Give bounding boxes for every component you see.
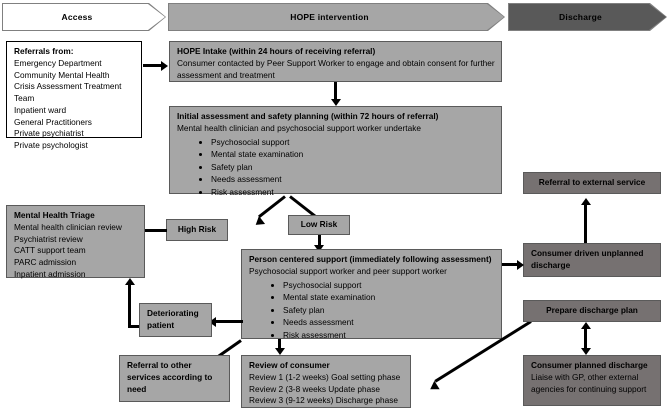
deteriorating-patient-label: Deteriorating patient	[147, 308, 199, 330]
assessment-bullet: Safety plan	[199, 161, 495, 174]
connector-person-centered-to-unplanned	[502, 263, 519, 266]
arrowhead-intake-to-assessment	[330, 99, 341, 106]
person-centered-bullet: Needs assessment	[271, 316, 495, 329]
referrals-line: Private psychiatrist	[14, 128, 84, 139]
banner-access: Access	[3, 4, 165, 30]
planned-discharge-body: Liaise with GP, other external agencies …	[531, 371, 647, 394]
box-person-centered-support: Person centered support (immediately fol…	[241, 249, 502, 342]
connector-person-centered-to-review	[278, 339, 281, 351]
triage-line: PARC admission	[14, 257, 77, 268]
unplanned-discharge-label: Consumer driven unplanned discharge	[531, 248, 644, 270]
high-risk-label: High Risk	[177, 224, 217, 235]
review-title: Review of consumer	[249, 360, 330, 370]
referrals-line: Crisis Assessment Treatment Team	[14, 81, 122, 104]
planned-discharge-title: Consumer planned discharge	[531, 360, 648, 370]
referrals-line: General Practitioners	[14, 116, 92, 127]
arrowhead-person-centered-to-review	[274, 348, 285, 355]
arrowhead-person-centered-to-deteriorating	[209, 316, 216, 327]
assessment-subtitle: Mental health clinician and psychosocial…	[177, 122, 421, 133]
box-initial-assessment: Initial assessment and safety planning (…	[169, 106, 502, 197]
box-review-of-consumer: Review of consumer Review 1 (1-2 weeks) …	[241, 355, 411, 408]
banner-discharge: Discharge	[509, 4, 666, 30]
assessment-title: Initial assessment and safety planning (…	[177, 111, 439, 121]
arrowhead-deteriorating-to-triage	[125, 278, 135, 285]
triage-line: Mental health clinician review	[14, 221, 122, 232]
banner-hope-intervention: HOPE intervention	[169, 4, 504, 30]
referrals-title: Referrals from:	[14, 46, 74, 56]
box-deteriorating-patient: Deteriorating patient	[139, 303, 212, 337]
box-referral-external-service: Referral to external service	[523, 172, 661, 194]
triage-line: CATT support team	[14, 245, 86, 256]
arrowhead-prepare-to-planned	[580, 348, 591, 355]
arrowhead-referrals-to-intake	[161, 60, 168, 71]
arrowhead-assessment-to-high-risk	[252, 216, 266, 229]
connector-person-centered-to-deteriorating	[213, 320, 243, 323]
person-centered-title: Person centered support (immediately fol…	[249, 254, 492, 264]
person-centered-subtitle: Psychosocial support worker and peer sup…	[249, 265, 447, 276]
triage-line: Inpatient admission	[14, 268, 86, 279]
box-low-risk: Low Risk	[288, 215, 350, 235]
referrals-line: Private psychologist	[14, 140, 88, 151]
assessment-bullet: Risk assessment	[199, 186, 495, 199]
box-referrals: Referrals from: Emergency Department Com…	[6, 41, 142, 150]
person-centered-bullet: Psychosocial support	[271, 279, 495, 292]
connector-assessment-to-high-risk	[258, 195, 286, 218]
connector-low-risk-to-person-centered	[317, 235, 321, 248]
connector-unplanned-to-referral-external	[584, 205, 587, 243]
referral-external-label: Referral to external service	[538, 177, 646, 188]
box-high-risk: High Risk	[166, 219, 228, 241]
arrowhead-person-centered-to-unplanned	[517, 259, 524, 270]
review-line: Review 2 (3-8 weeks Update phase	[249, 383, 380, 394]
arrowhead-low-risk-to-person-centered	[314, 245, 324, 252]
connector-deteriorating-elbow-vertical	[128, 285, 131, 328]
referrals-line: Emergency Department	[14, 57, 102, 68]
connector-prepare-to-planned-discharge	[584, 328, 587, 350]
box-planned-discharge: Consumer planned discharge Liaise with G…	[523, 355, 661, 406]
person-centered-bullet: Mental state examination	[271, 291, 495, 304]
connector-referrals-to-intake	[143, 64, 163, 67]
connector-intake-to-assessment	[334, 82, 337, 101]
referral-other-label: Referral to other services according to …	[127, 360, 213, 394]
person-centered-bullet: Safety plan	[271, 304, 495, 317]
arrowhead-prepare-discharge-to-review	[427, 380, 440, 394]
review-line: Review 3 (9-12 weeks) Discharge phase	[249, 395, 398, 406]
assessment-bullet: Mental state examination	[199, 148, 495, 161]
box-unplanned-discharge: Consumer driven unplanned discharge	[523, 243, 661, 277]
intake-title: HOPE Intake (within 24 hours of receivin…	[177, 46, 376, 56]
referrals-line: Community Mental Health	[14, 69, 110, 80]
banner-discharge-label: Discharge	[559, 12, 602, 22]
box-hope-intake: HOPE Intake (within 24 hours of receivin…	[169, 41, 502, 82]
arrowhead-unplanned-to-referral-external	[580, 198, 591, 205]
assessment-bullet: Needs assessment	[199, 173, 495, 186]
assessment-bullet-list: Psychosocial support Mental state examin…	[177, 136, 495, 199]
referrals-line: Inpatient ward	[14, 104, 67, 115]
banner-hope-label: HOPE intervention	[290, 12, 369, 22]
low-risk-label: Low Risk	[300, 219, 338, 230]
review-line: Review 1 (1-2 weeks) Goal setting phase	[249, 371, 401, 382]
box-mental-health-triage: Mental Health Triage Mental health clini…	[6, 205, 145, 279]
box-prepare-discharge-plan: Prepare discharge plan	[523, 300, 661, 322]
person-centered-bullet-list: Psychosocial support Mental state examin…	[249, 279, 495, 342]
banner-access-label: Access	[61, 12, 93, 22]
person-centered-bullet: Risk assessment	[271, 329, 495, 342]
triage-title: Mental Health Triage	[14, 210, 95, 220]
prepare-discharge-label: Prepare discharge plan	[546, 305, 638, 316]
connector-high-risk-to-triage	[141, 228, 167, 232]
intake-body: Consumer contacted by Peer Support Worke…	[177, 57, 495, 80]
assessment-bullet: Psychosocial support	[199, 136, 495, 149]
arrowhead-planned-to-prepare	[580, 322, 591, 329]
triage-line: Psychiatrist review	[14, 233, 83, 244]
box-referral-other-services: Referral to other services according to …	[119, 355, 230, 402]
